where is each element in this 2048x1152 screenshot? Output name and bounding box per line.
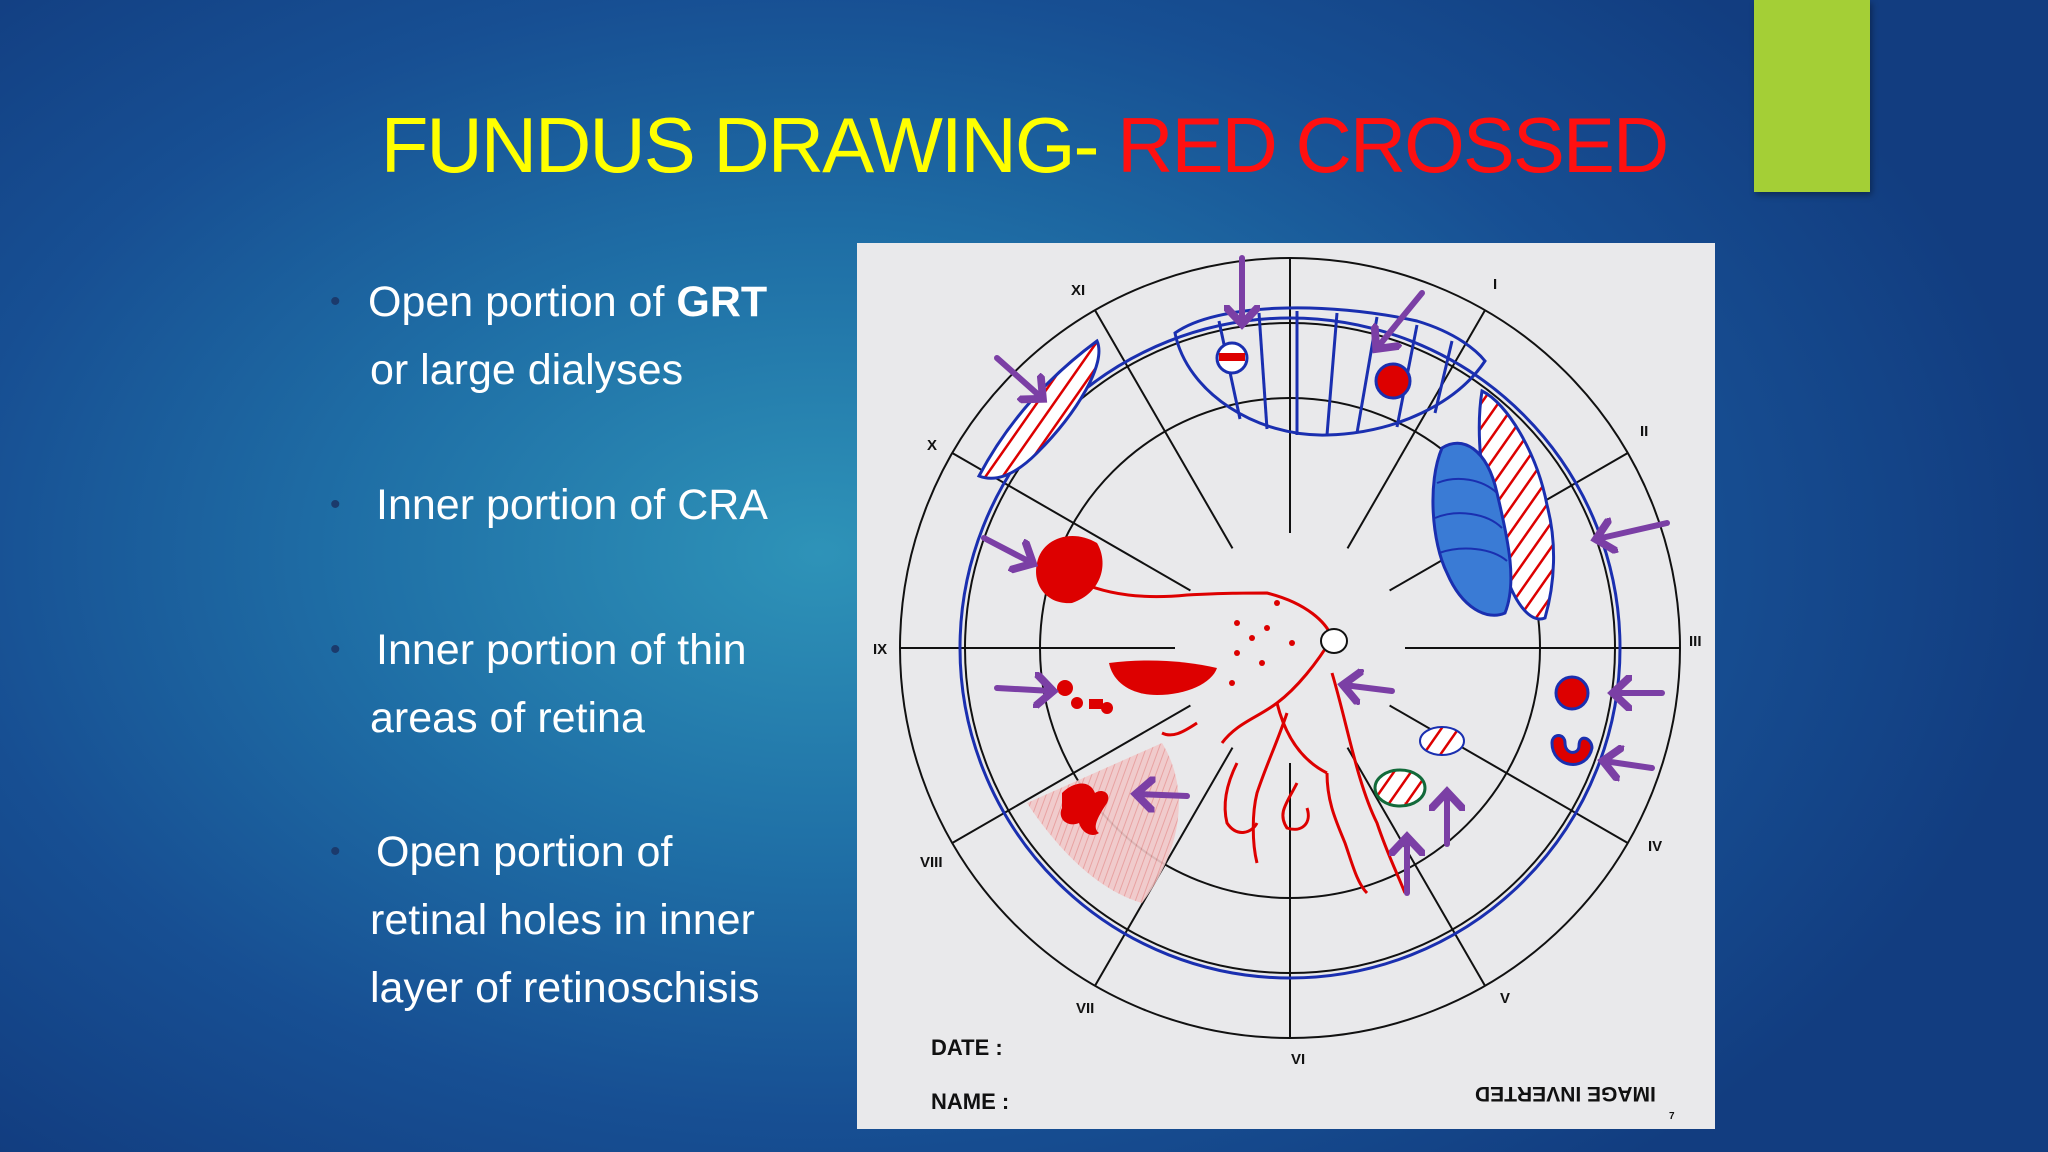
clock-label-ii: II bbox=[1640, 423, 1649, 440]
clock-spoke bbox=[1346, 747, 1486, 987]
bullet-item-4: • Open portion of retinal holes in inner… bbox=[330, 818, 870, 1022]
arrow-7 bbox=[1344, 685, 1395, 691]
bullet-bold-text: GRT bbox=[676, 278, 768, 326]
bullet-text: Inner portion of CRA bbox=[376, 481, 768, 529]
clock-label-iii: III bbox=[1689, 633, 1702, 650]
bullet-item-3: • Inner portion of thin areas of retina bbox=[330, 616, 870, 752]
bullet-text: Open portion of bbox=[368, 278, 677, 326]
clock-label-i: I bbox=[1493, 276, 1498, 293]
right-round-hole bbox=[1554, 675, 1590, 711]
ora-serrata bbox=[958, 316, 1622, 980]
title-red-part: RED CROSSED bbox=[1117, 101, 1669, 189]
clock-label-ix: IX bbox=[873, 641, 888, 658]
fundus-chart bbox=[899, 255, 1681, 1039]
bullet-dot: • bbox=[330, 285, 341, 318]
date-label: DATE : bbox=[931, 1035, 1003, 1060]
page-mark: 7 bbox=[1669, 1111, 1675, 1122]
optic-disc bbox=[1320, 628, 1348, 654]
arrow-6 bbox=[994, 688, 1052, 691]
red-star-lesion bbox=[1060, 783, 1109, 835]
arrow-5 bbox=[1597, 523, 1670, 539]
arrow-10 bbox=[1137, 794, 1190, 796]
annotation-arrows bbox=[981, 255, 1670, 896]
arrow-3 bbox=[994, 355, 1042, 398]
arrow-9 bbox=[1604, 761, 1655, 768]
bullet-text: Inner portion of thin bbox=[376, 626, 747, 674]
macular-hemorrhage bbox=[1109, 660, 1217, 695]
round-hole bbox=[1374, 362, 1412, 400]
clock-label-iv: IV bbox=[1648, 838, 1663, 855]
right-blue-detachment bbox=[1431, 441, 1513, 617]
bullet-text-line2: retinal holes in inner bbox=[370, 896, 755, 944]
clock-spoke bbox=[1389, 704, 1629, 844]
clock-spoke bbox=[951, 704, 1191, 844]
retinal-vessels bbox=[1081, 581, 1407, 895]
bullet-dot: • bbox=[330, 835, 341, 868]
pink-detachment-area bbox=[1027, 743, 1179, 903]
clock-spoke bbox=[1346, 309, 1486, 549]
name-label: NAME : bbox=[931, 1089, 1010, 1114]
bullet-dot: • bbox=[330, 488, 341, 521]
bullet-item-1: • Open portion of GRT or large dialyses bbox=[330, 268, 870, 404]
horseshoe-tear bbox=[1550, 734, 1594, 766]
image-inverted-label: IMAGE INVERTED bbox=[1475, 1082, 1656, 1105]
lattice-upper-left bbox=[976, 338, 1101, 480]
bullet-text-line2: or large dialyses bbox=[370, 346, 684, 394]
bullet-text-line3: layer of retinoschisis bbox=[370, 964, 760, 1012]
clock-label-v: V bbox=[1500, 990, 1511, 1007]
arrow-2 bbox=[1377, 290, 1425, 348]
accent-tab bbox=[1754, 0, 1870, 192]
clock-label-xi: XI bbox=[1071, 282, 1086, 299]
clock-spoke bbox=[1094, 309, 1234, 549]
clock-label-x: X bbox=[927, 437, 938, 454]
clock-label-vii: VII bbox=[1076, 1000, 1095, 1017]
left-hemorrhage bbox=[1036, 535, 1103, 604]
bullet-text-line2: areas of retina bbox=[370, 694, 645, 742]
clock-label-viii: VIII bbox=[920, 854, 943, 871]
bullet-text: Open portion of bbox=[376, 828, 673, 876]
arrow-4 bbox=[981, 535, 1032, 563]
title-yellow-part: FUNDUS DRAWING- bbox=[380, 101, 1118, 189]
slide-title: FUNDUS DRAWING- RED CROSSED bbox=[0, 100, 2048, 190]
superior-detachment bbox=[1173, 306, 1487, 437]
fundus-drawing-figure: XI I II III IV V VI VII VIII IX X DATE :… bbox=[857, 243, 1715, 1129]
bullet-item-2: • Inner portion of CRA bbox=[330, 471, 870, 539]
bullet-dot: • bbox=[330, 633, 341, 666]
clock-label-vi: VI bbox=[1291, 1051, 1306, 1068]
